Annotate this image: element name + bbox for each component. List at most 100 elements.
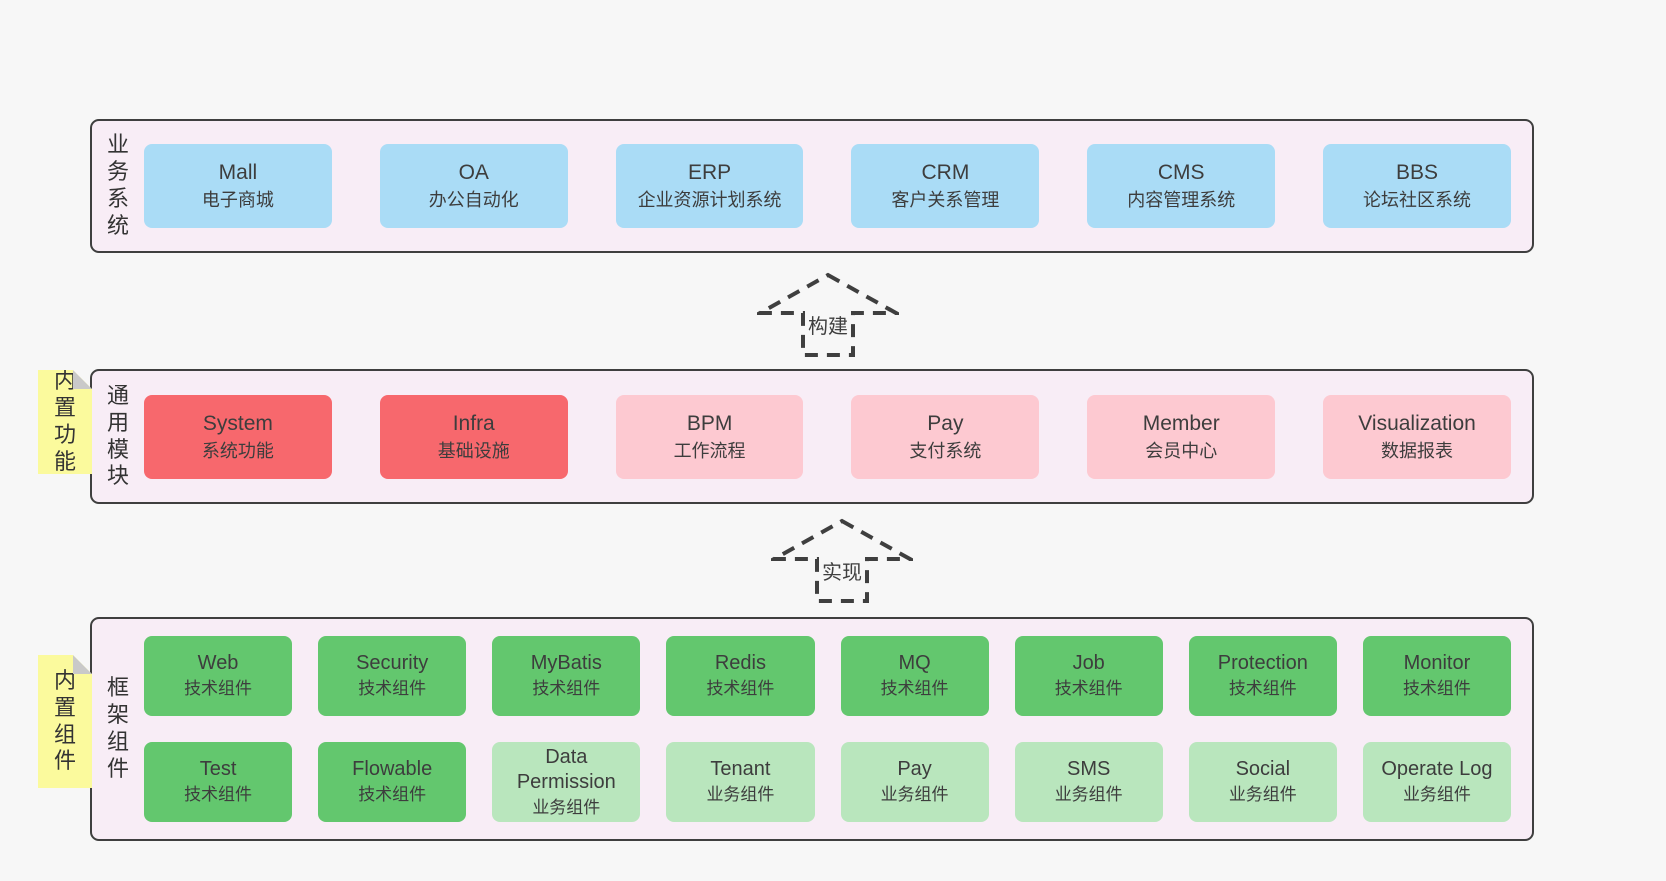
box-bpm: BPM 工作流程 — [615, 394, 804, 479]
box-social: Social 业务组件 — [1188, 742, 1337, 822]
framework-components-grid: Web 技术组件 Security 技术组件 MyBatis 技术组件 Redi… — [144, 619, 1532, 839]
box-cms-name: CMS — [1157, 161, 1205, 184]
box-security-desc: 技术组件 — [358, 679, 427, 698]
box-flowable: Flowable 技术组件 — [318, 742, 467, 822]
box-bpm-name: BPM — [686, 411, 733, 435]
common-modules-label-text: 通用模块 — [106, 382, 129, 489]
panel-framework-components: 框架组件 Web 技术组件 Security 技术组件 MyBatis 技术组件… — [90, 617, 1534, 841]
box-mybatis: MyBatis 技术组件 — [492, 636, 641, 716]
box-bbs-name: BBS — [1396, 161, 1439, 184]
box-flowable-name: Flowable — [352, 758, 433, 780]
business-systems-boxes: Mall 电子商城 OA 办公自动化 ERP 企业资源计划系统 CRM 客户关系… — [144, 121, 1532, 251]
box-operate-log: Operate Log 业务组件 — [1362, 742, 1511, 822]
tab-built-in-components: 内置组件 — [38, 655, 92, 788]
box-redis-name: Redis — [714, 652, 766, 674]
box-bbs-desc: 论坛社区系统 — [1363, 190, 1472, 210]
framework-components-label: 框架组件 — [92, 619, 144, 839]
box-sms: SMS 业务组件 — [1014, 742, 1163, 822]
box-test-name: Test — [199, 758, 237, 780]
box-protection-desc: 技术组件 — [1228, 679, 1297, 698]
box-pay-module-name: Pay — [927, 411, 964, 435]
box-job: Job 技术组件 — [1014, 636, 1163, 716]
box-mybatis-name: MyBatis — [530, 652, 602, 674]
box-cms-desc: 内容管理系统 — [1127, 190, 1236, 210]
box-mall: Mall 电子商城 — [144, 144, 332, 228]
box-bpm-desc: 工作流程 — [673, 440, 746, 461]
box-system-desc: 系统功能 — [201, 440, 274, 461]
box-data-permission-desc: 业务组件 — [532, 797, 601, 817]
box-pay-component: Pay 业务组件 — [840, 742, 989, 822]
box-monitor: Monitor 技术组件 — [1362, 636, 1511, 716]
framework-row-2: Test 技术组件 Flowable 技术组件 Data Permission … — [144, 742, 1511, 822]
box-redis: Redis 技术组件 — [666, 636, 815, 716]
box-sms-desc: 业务组件 — [1054, 785, 1123, 804]
box-web-desc: 技术组件 — [184, 679, 253, 698]
box-visualization: Visualization 数据报表 — [1323, 394, 1511, 479]
box-job-desc: 技术组件 — [1054, 679, 1123, 698]
framework-components-label-text: 框架组件 — [106, 675, 129, 781]
box-security-name: Security — [356, 652, 429, 674]
box-data-permission-name: Data Permission — [516, 745, 616, 793]
tab-built-in-features-text: 内置功能 — [53, 368, 76, 474]
panel-common-modules: 通用模块 System 系统功能 Infra 基础设施 BPM 工作流程 Pay… — [90, 369, 1534, 504]
box-sms-name: SMS — [1067, 758, 1111, 780]
box-redis-desc: 技术组件 — [706, 679, 775, 698]
box-web-name: Web — [197, 652, 239, 674]
box-pay-module: Pay 支付系统 — [851, 394, 1040, 479]
box-mq-name: MQ — [898, 652, 931, 674]
box-pay-component-name: Pay — [897, 758, 932, 780]
box-system-name: System — [202, 411, 273, 435]
box-mall-desc: 电子商城 — [201, 190, 274, 210]
box-erp: ERP 企业资源计划系统 — [615, 144, 804, 228]
build-arrow-label: 构建 — [805, 310, 851, 339]
panel-business-systems: 业务系统 Mall 电子商城 OA 办公自动化 ERP 企业资源计划系统 CRM… — [90, 119, 1534, 253]
box-infra: Infra 基础设施 — [379, 394, 568, 479]
implement-arrow: 实现 — [771, 518, 913, 604]
box-member-desc: 会员中心 — [1145, 440, 1218, 461]
build-arrow: 构建 — [757, 272, 899, 358]
framework-row-1: Web 技术组件 Security 技术组件 MyBatis 技术组件 Redi… — [144, 636, 1511, 716]
box-job-name: Job — [1072, 652, 1105, 674]
box-oa: OA 办公自动化 — [379, 144, 568, 228]
common-modules-boxes: System 系统功能 Infra 基础设施 BPM 工作流程 Pay 支付系统… — [144, 371, 1532, 502]
box-visualization-name: Visualization — [1358, 411, 1476, 435]
box-pay-component-desc: 业务组件 — [880, 785, 949, 804]
box-crm-desc: 客户关系管理 — [891, 190, 1000, 210]
implement-arrow-label: 实现 — [819, 556, 865, 585]
box-bbs: BBS 论坛社区系统 — [1323, 144, 1511, 228]
box-web: Web 技术组件 — [144, 636, 293, 716]
box-erp-name: ERP — [687, 161, 732, 184]
box-social-name: Social — [1235, 758, 1291, 780]
box-test-desc: 技术组件 — [184, 785, 253, 804]
box-system: System 系统功能 — [144, 394, 332, 479]
box-tenant-name: Tenant — [710, 758, 771, 780]
business-systems-label-text: 业务系统 — [106, 132, 129, 238]
box-mall-name: Mall — [218, 161, 258, 184]
box-tenant: Tenant 业务组件 — [666, 742, 815, 822]
business-systems-label: 业务系统 — [92, 121, 144, 251]
box-infra-desc: 基础设施 — [437, 440, 510, 461]
box-visualization-desc: 数据报表 — [1381, 440, 1454, 461]
box-mybatis-desc: 技术组件 — [532, 679, 601, 698]
box-member-name: Member — [1142, 411, 1220, 435]
common-modules-label: 通用模块 — [92, 371, 144, 502]
box-protection: Protection 技术组件 — [1188, 636, 1337, 716]
box-social-desc: 业务组件 — [1228, 785, 1297, 804]
box-flowable-desc: 技术组件 — [358, 785, 427, 804]
box-oa-desc: 办公自动化 — [428, 190, 519, 210]
tab-built-in-features: 内置功能 — [38, 370, 92, 474]
tab-built-in-components-text: 内置组件 — [53, 667, 76, 774]
box-operate-log-name: Operate Log — [1381, 758, 1493, 780]
box-operate-log-desc: 业务组件 — [1402, 785, 1471, 804]
box-monitor-desc: 技术组件 — [1402, 679, 1471, 698]
box-member: Member 会员中心 — [1087, 394, 1276, 479]
box-mq-desc: 技术组件 — [880, 679, 949, 698]
box-crm-name: CRM — [921, 161, 970, 184]
box-tenant-desc: 业务组件 — [706, 785, 775, 804]
box-pay-module-desc: 支付系统 — [909, 440, 982, 461]
box-erp-desc: 企业资源计划系统 — [637, 190, 782, 210]
box-cms: CMS 内容管理系统 — [1087, 144, 1276, 228]
box-infra-name: Infra — [452, 411, 495, 435]
box-test: Test 技术组件 — [144, 742, 293, 822]
